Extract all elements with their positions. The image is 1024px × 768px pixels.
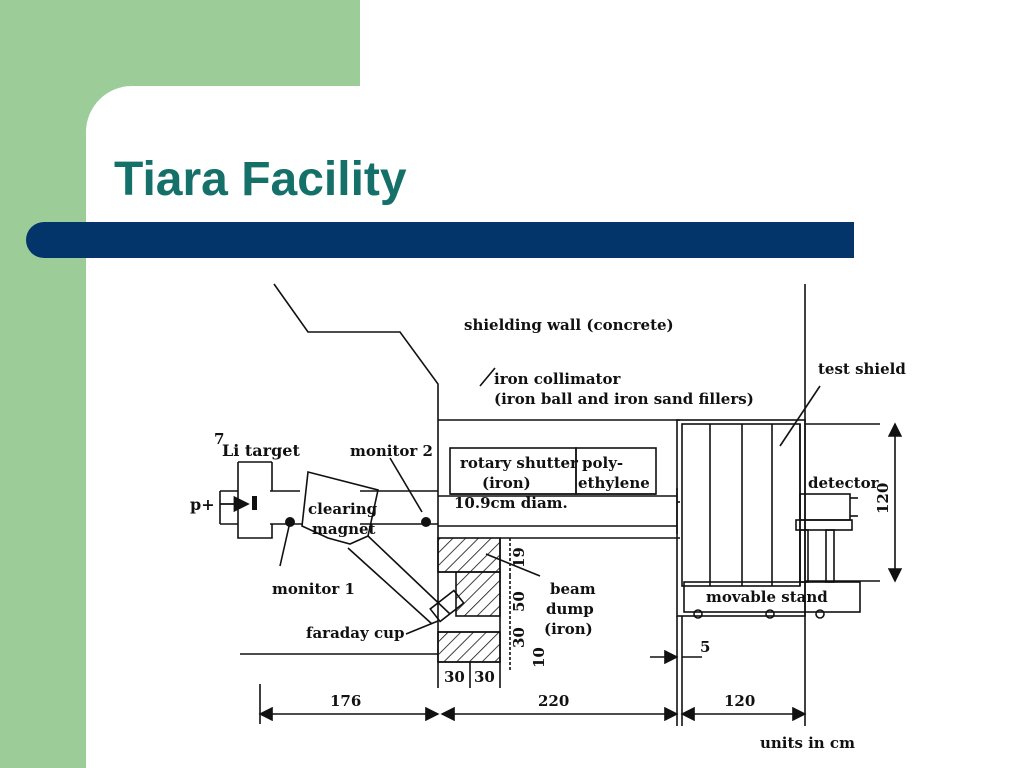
shielding-wall-outline [273,283,439,662]
dimension-19: 19 [510,547,528,568]
dimension-120-vertical: 120 [874,483,892,514]
dimension-10: 10 [530,647,548,668]
dimension-120-bottom: 120 [724,692,755,710]
test-shield-label: test shield [818,360,906,378]
shielding-wall-label: shielding wall (concrete) [464,316,674,334]
title-underline-bar [26,222,854,258]
beam-dump-lower [437,631,501,663]
monitor2-label: monitor 2 [350,442,433,460]
tiara-facility-diagram: shielding wall (concrete) iron collimato… [190,283,906,752]
dimension-176: 176 [330,692,361,710]
units-label: units in cm [760,734,855,752]
iron-collimator-sublabel: (iron ball and iron sand fillers) [494,390,754,408]
clearing-magnet-sublabel: magnet [312,520,376,538]
rotary-shutter-label: rotary shutter [460,454,579,472]
monitor1-label: monitor 1 [272,580,355,598]
li-target-superscript: 7 [214,430,224,448]
dimension-30-vertical: 30 [510,627,528,648]
proton-label: p+ [190,495,215,514]
dimension-220: 220 [538,692,569,710]
clearing-magnet [301,470,379,545]
polyethylene-label: poly- [582,454,623,472]
dimension-5: 5 [700,638,710,656]
faraday-cup-label: faraday cup [306,624,404,642]
beam-dump-sublabel: dump [546,600,594,618]
movable-stand [683,581,861,613]
detector-body [799,493,851,521]
iron-collimator-label: iron collimator [494,370,621,388]
movable-stand-label: movable stand [706,588,828,606]
detector-label: detector [808,474,880,492]
beam-dump-label: beam [550,580,596,598]
dimension-30-b: 30 [474,668,495,686]
beam-dump-material: (iron) [544,620,593,638]
slide-title: Tiara Facility [114,153,407,206]
clearing-magnet-label: clearing [308,500,378,518]
dimension-50: 50 [510,591,528,612]
li-target-label: Li target [222,441,300,460]
test-shield-frame [676,419,806,617]
diameter-label: 10.9cm diam. [454,494,568,512]
dimension-30-a: 30 [444,668,465,686]
rotary-shutter-sublabel: (iron) [482,474,531,492]
beam-dump-upper [437,537,501,573]
polyethylene-sublabel: ethylene [578,474,650,492]
